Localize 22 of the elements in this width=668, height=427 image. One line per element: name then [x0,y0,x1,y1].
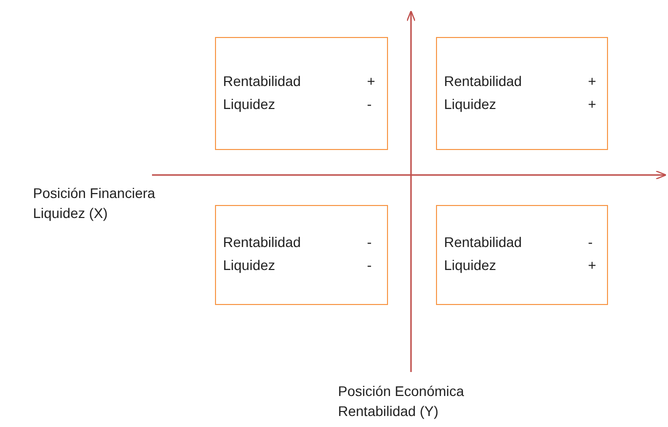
quadrant-box [215,37,388,150]
row-label: Rentabilidad [223,72,301,90]
row-label: Liquidez [223,94,276,112]
sign-label: + [588,256,596,274]
row-label: Liquidez [444,256,496,274]
row-label: Liquidez [223,256,276,274]
row-label: Rentabilidad [223,233,301,251]
sign-label: - [367,94,372,112]
axis-label: Posición Financiera Liquidez (X) [33,184,156,223]
row-label: Rentabilidad [444,233,522,251]
sign-label: - [367,233,372,251]
sign-label: - [588,233,593,251]
sign-label: + [588,94,596,112]
quadrant-box [215,205,388,305]
sign-label: + [588,72,596,90]
sign-label: - [367,256,372,274]
row-label: Liquidez [444,94,496,112]
axis-label: Posición Económica Rentabilidad (Y) [338,382,466,421]
quadrant-box [436,205,608,305]
quadrant-box [436,37,608,150]
row-label: Rentabilidad [444,72,522,90]
sign-label: + [367,72,376,90]
